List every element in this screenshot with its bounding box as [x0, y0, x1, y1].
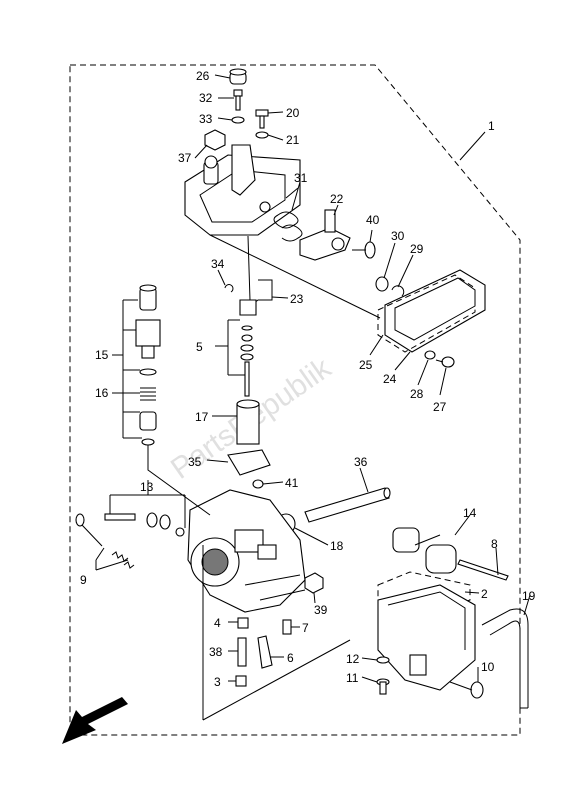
- callout-40: 40: [366, 213, 380, 227]
- callout-34: 34: [211, 257, 225, 271]
- part-25-gasket: [377, 274, 476, 353]
- callout-1: 1: [488, 119, 495, 133]
- part-36-hose: [304, 487, 391, 523]
- callout-labels: 1 2 3 4 5 6 7 8 9 10 11 12 13 14 15 16 1…: [80, 69, 536, 689]
- callout-11: 11: [346, 671, 359, 685]
- part-40-screw: [352, 241, 376, 259]
- callout-22: 22: [330, 192, 344, 206]
- part-10-drain-screw: [449, 681, 484, 699]
- part-21-washer: [255, 131, 269, 139]
- callout-26: 26: [196, 69, 210, 83]
- part-15-starter-plunger-set: [135, 284, 161, 446]
- part-20-screw: [255, 109, 269, 129]
- part-9-throttle-stop-screw: [75, 513, 135, 569]
- front-direction-arrow-icon: [62, 697, 128, 744]
- callout-25: 25: [359, 358, 373, 372]
- part-26-cap: [229, 68, 247, 85]
- callout-29: 29: [410, 242, 424, 256]
- callout-10: 10: [481, 660, 495, 674]
- callout-38: 38: [209, 645, 223, 659]
- callout-12: 12: [346, 652, 360, 666]
- part-12-washer: [376, 656, 390, 664]
- part-8-float-pin: [457, 559, 509, 581]
- callout-20: 20: [286, 106, 300, 120]
- callout-19: 19: [522, 589, 536, 603]
- float-chamber: [377, 584, 476, 691]
- callout-31: 31: [294, 171, 308, 185]
- needle-holder: [239, 299, 257, 316]
- callout-3: 3: [214, 675, 221, 689]
- callout-2: 2: [481, 587, 488, 601]
- part-33-washer: [231, 116, 245, 124]
- part-41-screw: [252, 479, 264, 489]
- part-34-clip: [224, 284, 234, 293]
- part-24-cover-plate: [384, 269, 486, 353]
- part-22-throttle-lever: [299, 209, 351, 261]
- callout-32: 32: [199, 91, 213, 105]
- part-32-screw: [233, 89, 243, 111]
- callout-18: 18: [330, 539, 344, 553]
- callout-5: 5: [196, 340, 203, 354]
- callout-13: 13: [140, 480, 154, 494]
- part-27-screw: [435, 356, 455, 368]
- part-39-cap: [304, 572, 324, 594]
- part-5-jet-needle-set: [240, 325, 254, 397]
- part-7-clip: [282, 619, 292, 635]
- part-13-pilot-air-screw: [104, 512, 185, 537]
- part-14-float: [392, 527, 457, 574]
- callout-36: 36: [354, 455, 368, 469]
- callout-23: 23: [290, 292, 304, 306]
- callout-35: 35: [188, 455, 202, 469]
- part-4-main-jet: [237, 617, 249, 629]
- leader-lines: [95, 74, 531, 721]
- part-30-washer: [375, 276, 389, 292]
- callout-24: 24: [383, 372, 397, 386]
- part-31-spring: [273, 187, 303, 242]
- callout-6: 6: [287, 651, 294, 665]
- part-37-nut: [204, 129, 226, 151]
- assembly-boundary: [69, 64, 521, 736]
- part-19-drain-hose: [481, 608, 529, 709]
- callout-9: 9: [80, 573, 87, 587]
- callout-27: 27: [433, 400, 447, 414]
- callout-28: 28: [410, 387, 424, 401]
- callout-21: 21: [286, 133, 300, 147]
- callout-39: 39: [314, 603, 328, 617]
- callout-16: 16: [95, 386, 109, 400]
- carburetor-top-cover: [184, 144, 301, 236]
- part-28-washer: [424, 350, 436, 360]
- part-6-pilot-jet: [257, 635, 273, 669]
- callout-41: 41: [285, 476, 299, 490]
- callout-37: 37: [178, 151, 192, 165]
- part-17-throttle-valve: [236, 399, 260, 445]
- callout-15: 15: [95, 348, 109, 362]
- callout-4: 4: [214, 616, 221, 630]
- carburetor-body: [187, 489, 306, 613]
- part-38-needle-jet: [237, 637, 247, 667]
- part-35-gasket: [227, 449, 271, 476]
- callout-33: 33: [199, 112, 213, 126]
- part-29-clip: [391, 285, 405, 297]
- part-11-screw: [376, 678, 390, 695]
- part-3-jet: [235, 675, 247, 687]
- callout-14: 14: [463, 506, 477, 520]
- callout-8: 8: [491, 537, 498, 551]
- callout-7: 7: [302, 621, 309, 635]
- callout-17: 17: [195, 410, 209, 424]
- part-2-gasket: [377, 571, 471, 613]
- callout-30: 30: [391, 229, 405, 243]
